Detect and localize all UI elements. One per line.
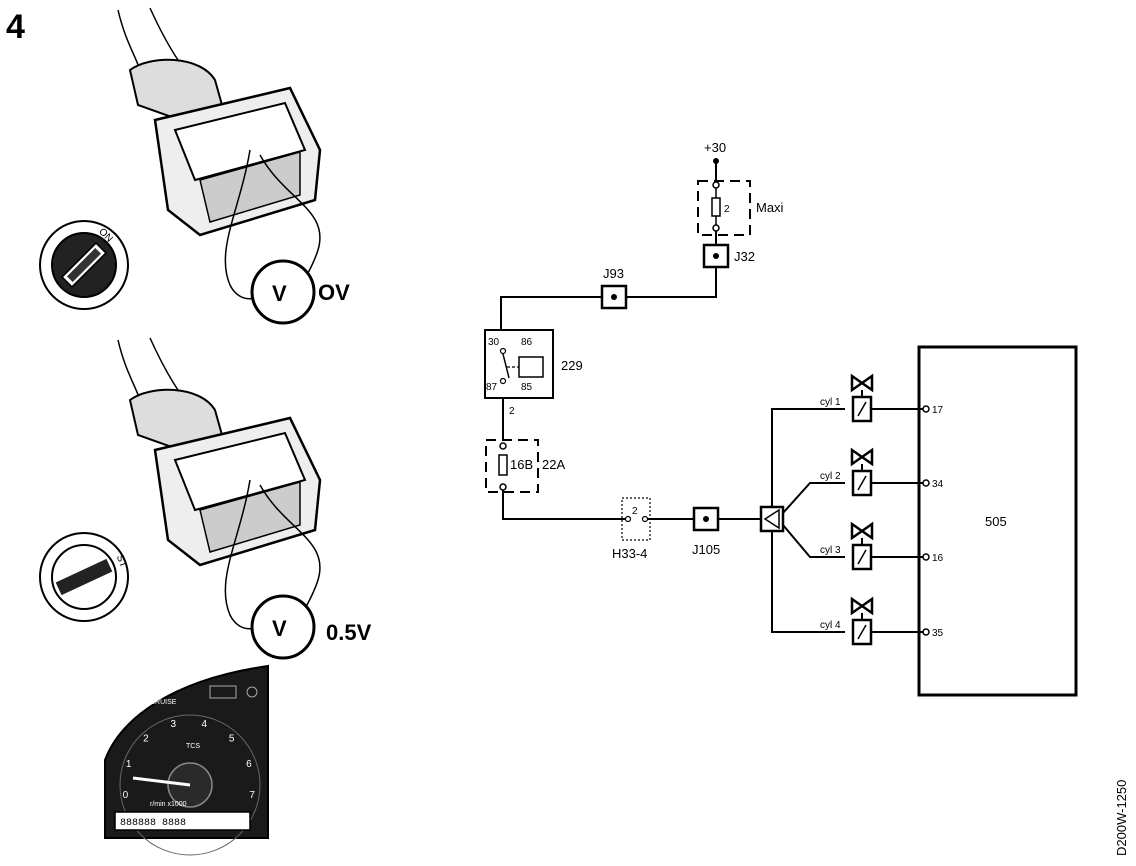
instrument-cluster: CRUISE TCS r/min x1000 888888 8888 0 1 2 3 4… <box>104 664 269 856</box>
cruise-label: CRUISE <box>150 699 177 706</box>
doc-code: D200W-1250 <box>1114 780 1129 856</box>
cluster-tick-labels: 0 1 2 3 4 5 6 7 <box>123 719 256 801</box>
fuse-22a-label: 22A <box>542 457 565 472</box>
j32-label: J32 <box>734 249 755 264</box>
step-number: 4 <box>6 8 25 46</box>
injector-1: cyl 1 17 <box>820 373 944 423</box>
valve-symbol <box>850 447 874 467</box>
ignition-switch-st <box>39 532 129 622</box>
junction-j32: J32 <box>702 243 755 269</box>
ecu-505: 505 <box>917 345 1078 697</box>
maxi-fuse-number: 2 <box>724 204 730 215</box>
connector-illustration-bottom <box>117 337 322 630</box>
ecu-label: 505 <box>985 514 1007 529</box>
fuse-22a-number: 16B <box>510 457 533 472</box>
relay-pin-85: 85 <box>521 382 533 393</box>
j105-label: J105 <box>692 542 720 557</box>
relay-id: 229 <box>561 358 583 373</box>
cluster-tick-label: 1 <box>126 759 132 770</box>
valve-symbol <box>850 521 874 541</box>
voltmeter-top-symbol: V <box>272 281 287 306</box>
ecu-pin-label: 16 <box>932 553 944 564</box>
connector-illustration-top <box>117 7 322 300</box>
j93-label: J93 <box>603 266 624 281</box>
cluster-tick-label: 7 <box>249 790 255 801</box>
odometer: 888888 8888 <box>120 818 186 829</box>
cluster-tick-label: 0 <box>123 790 129 801</box>
cluster-tick-label: 4 <box>201 719 207 730</box>
ecu-pin-label: 17 <box>932 405 944 416</box>
relay-pin-30: 30 <box>488 337 500 348</box>
ecu-pin-label: 34 <box>932 479 944 490</box>
cluster-tick-label: 5 <box>229 733 235 744</box>
switch-bottom-label: ST <box>114 554 129 570</box>
reading-top: OV <box>318 280 350 305</box>
cluster-tick-label: 6 <box>246 759 252 770</box>
relay-out-pin: 2 <box>509 406 515 417</box>
connector-pin: 2 <box>632 506 638 517</box>
connector-h33-4: 2 H33-4 <box>612 497 651 561</box>
injector-2: cyl 2 34 <box>820 447 944 497</box>
cluster-tick-label: 3 <box>171 719 177 730</box>
relay-pin-86: 86 <box>521 337 533 348</box>
injector-group: cyl 1 17 cyl 2 34 cyl 3 16 cyl 4 35 <box>820 373 944 646</box>
maxi-fuse: 2 Maxi <box>697 180 784 236</box>
injector-name: cyl 3 <box>820 545 841 556</box>
junction-j93: J93 <box>600 266 628 310</box>
valve-symbol <box>850 373 874 393</box>
valve-symbol <box>850 596 874 616</box>
splice-node <box>759 505 785 533</box>
ecu-pin-label: 35 <box>932 628 944 639</box>
voltmeter-bottom: V <box>250 594 316 660</box>
supply-label: +30 <box>704 140 726 155</box>
injector-name: cyl 2 <box>820 471 841 482</box>
ignition-switch-on <box>39 220 129 310</box>
schematic: +30 2 Maxi J32 J93 <box>484 140 1078 697</box>
injector-name: cyl 4 <box>820 620 841 631</box>
connector-label: H33-4 <box>612 546 647 561</box>
voltmeter-bottom-symbol: V <box>272 616 287 641</box>
relay-229: 30 86 87 85 229 <box>484 329 583 399</box>
fuse-22a: 16B 22A <box>485 439 565 493</box>
relay-pin-87: 87 <box>486 382 498 393</box>
injector-name: cyl 1 <box>820 397 841 408</box>
cluster-tick-label: 2 <box>143 733 149 744</box>
reading-bottom: 0.5V <box>326 620 372 645</box>
junction-j105: J105 <box>692 506 720 557</box>
injector-4: cyl 4 35 <box>820 596 944 646</box>
injector-3: cyl 3 16 <box>820 521 944 571</box>
rpm-unit-label: r/min x1000 <box>150 801 187 808</box>
tcs-label: TCS <box>186 743 200 750</box>
maxi-fuse-label: Maxi <box>756 200 784 215</box>
voltmeter-top: V <box>250 259 316 325</box>
